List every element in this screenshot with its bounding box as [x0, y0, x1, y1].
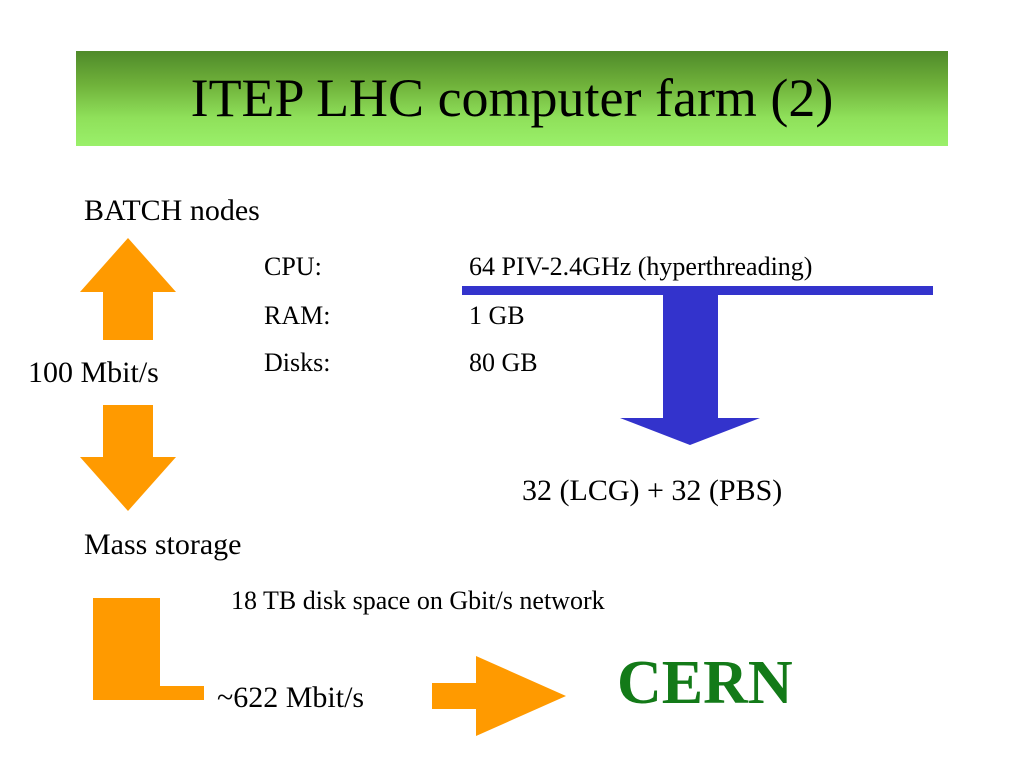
spec-value-cpu: 64 PIV-2.4GHz (hyperthreading) — [469, 252, 813, 281]
spec-label-cpu: CPU: — [264, 252, 322, 281]
spec-value-disks: 80 GB — [469, 348, 538, 377]
node-split-label: 32 (LCG) + 32 (PBS) — [522, 474, 783, 507]
slide-title: ITEP LHC computer farm (2) — [190, 68, 834, 128]
blue-t-down-arrow-icon — [462, 286, 933, 445]
title-banner: ITEP LHC computer farm (2) — [76, 51, 948, 146]
orange-up-arrow-icon — [80, 238, 176, 340]
orange-right-arrow-icon — [432, 656, 566, 736]
batch-nodes-heading: BATCH nodes — [84, 194, 260, 227]
spec-value-ram: 1 GB — [469, 301, 525, 330]
orange-l-connector-icon — [93, 598, 204, 700]
link-bandwidth-label: 100 Mbit/s — [28, 356, 159, 389]
wan-bandwidth-label: ~622 Mbit/s — [217, 681, 365, 714]
spec-label-disks: Disks: — [264, 348, 331, 377]
storage-description: 18 TB disk space on Gbit/s network — [231, 586, 605, 615]
spec-label-ram: RAM: — [264, 301, 331, 330]
orange-down-arrow-icon — [80, 405, 176, 511]
cern-label: CERN — [617, 649, 793, 717]
mass-storage-heading: Mass storage — [84, 528, 242, 561]
